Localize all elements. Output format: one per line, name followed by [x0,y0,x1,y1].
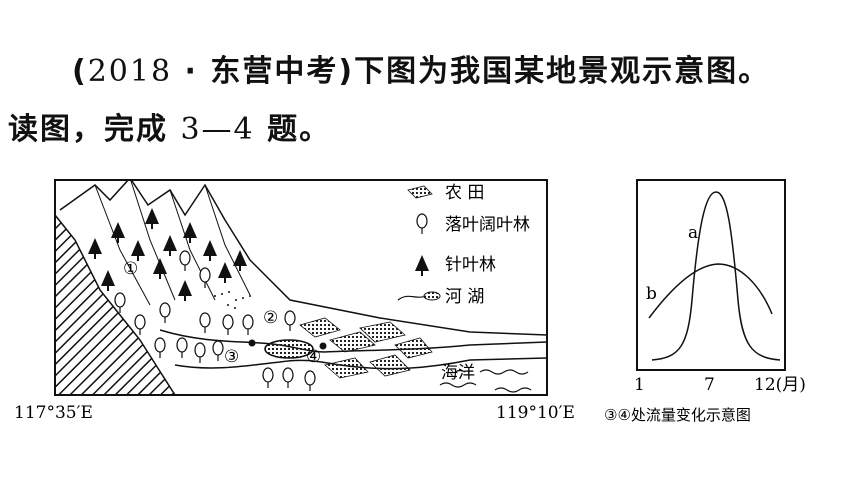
series-a-line [651,191,781,361]
rock-section [55,213,176,395]
marker-2: ② [263,308,278,328]
marker-4: ④ [306,347,321,367]
deciduous-trees [114,250,316,391]
grass-dots [214,291,251,309]
conifer-legend-icon [415,255,429,276]
longitude-left: 117°35′E [14,403,93,423]
question-line-2: 读图，完成 3—4 题。 [8,104,331,148]
landscape-map: ① ② ③ ④ 海洋 农 田 落叶阔叶林 针叶林 河 湖 [54,179,548,396]
deciduous-legend-icon [416,213,428,234]
source-dot: · [172,54,211,89]
sea-waves [439,369,532,393]
river-lake-legend-icon [397,291,441,301]
ridge-line-4 [204,184,251,296]
series-b-line [648,263,773,319]
conifer-trees [88,208,247,301]
legend-deciduous: 落叶阔叶林 [445,215,530,235]
station-4-dot [319,342,327,350]
line2-prefix: 读图，完成 [8,112,168,147]
x-tick-12: 12(月) [754,375,806,395]
longitude-right: 119°10′E [496,403,575,423]
legend-farmland: 农 田 [445,183,484,203]
lake [264,339,314,359]
source-year: 2018 [87,54,173,89]
source-place: 东营中考 [210,54,339,89]
station-3-dot [248,339,256,347]
ridge-line-3 [169,189,216,301]
question-range: 3—4 [180,112,255,147]
ridge-line-2 [130,180,176,301]
line1-text: 下图为我国某地景观示意图。 [354,54,771,89]
flow-chart: a b 1 7 12(月) ③④处流量变化示意图 [604,179,806,424]
source-close: ) [338,54,355,89]
series-b-label: b [646,284,657,304]
chart-caption: ③④处流量变化示意图 [604,406,751,424]
mountain-ridge [59,180,547,336]
question-line-1: (2018 · 东营中考)下图为我国某地景观示意图。 [72,46,770,90]
ridge-line-1 [94,184,151,306]
line2-suffix: 题。 [267,112,332,147]
map-legend: 农 田 落叶阔叶林 针叶林 河 湖 [397,183,530,307]
source-open: ( [72,54,88,89]
sea-label: 海洋 [441,363,475,383]
marker-3: ③ [224,347,239,367]
chart-frame [636,179,786,371]
series-a-label: a [688,223,698,243]
marker-1: ① [123,259,138,279]
legend-conifer: 针叶林 [445,255,496,275]
x-tick-1: 1 [634,375,645,395]
farmland-legend-icon [407,185,433,199]
x-tick-7: 7 [704,375,715,395]
landscape-figure: ① ② ③ ④ 海洋 农 田 落叶阔叶林 针叶林 河 湖 117°35′E 11… [14,179,806,424]
farmland-patches [299,317,433,379]
legend-river-lake: 河 湖 [445,287,484,307]
river-lower [174,357,547,370]
